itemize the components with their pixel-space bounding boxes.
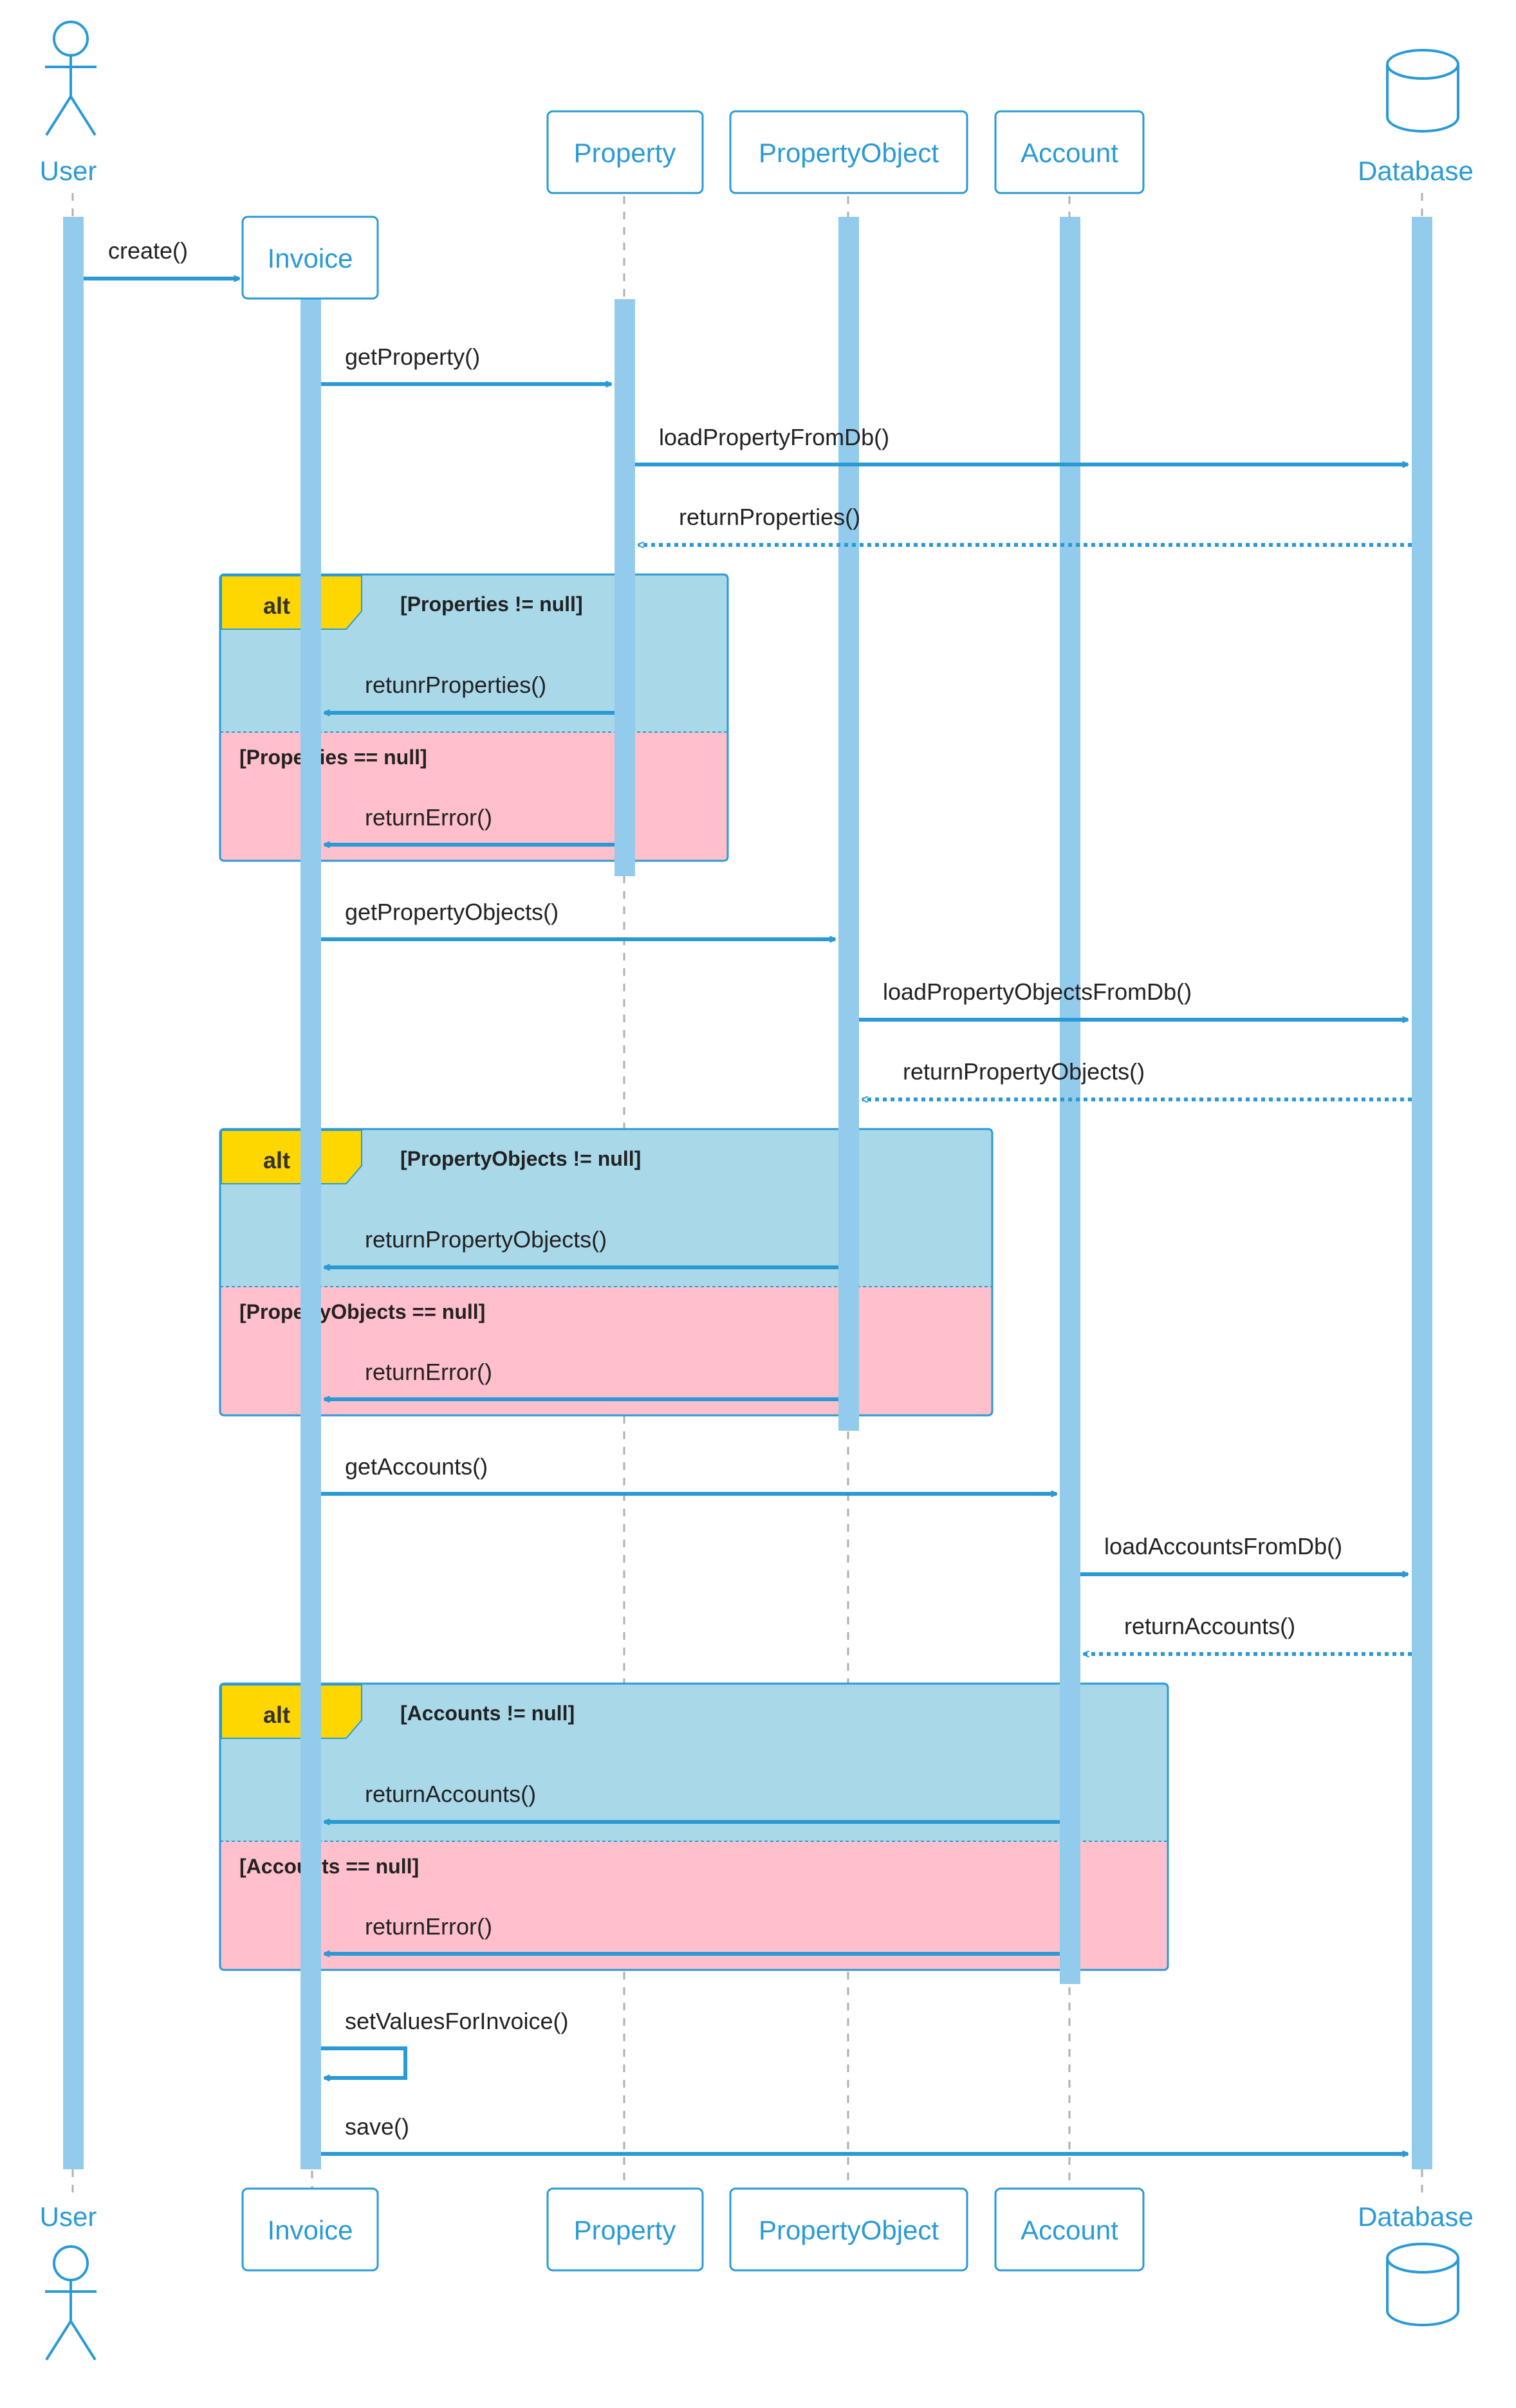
alt-keyword: alt [263, 593, 290, 619]
participant-name: Account [1021, 138, 1118, 168]
participant-box: Invoice [241, 2187, 379, 2272]
message-label: retunrProperties() [365, 672, 546, 698]
alt-tag [221, 575, 362, 630]
alt-frame [219, 1682, 1169, 1971]
message-label: loadPropertyFromDb() [659, 424, 889, 450]
activation-database [1412, 217, 1432, 2169]
message-label: returnPropertyObjects() [365, 1226, 607, 1253]
participant-name: Database [1358, 156, 1474, 186]
participant-name: Account [1021, 2215, 1118, 2245]
message-label: returnAccounts() [1124, 1613, 1295, 1639]
alt-section-true [220, 1684, 1168, 1841]
database-icon: Database [1358, 49, 1474, 186]
participant-name: Database [1358, 2201, 1474, 2232]
alt-keyword: alt [263, 1147, 290, 1173]
activation-propertyobject [838, 217, 859, 1431]
alt-fragment: alt [PropertyObjects != null] [PropertyO… [219, 1128, 994, 1417]
alt-guard-false: [PropertyObjects == null] [239, 1300, 485, 1323]
message-arrow [321, 2046, 407, 2078]
message-label: loadPropertyObjectsFromDb() [883, 979, 1192, 1005]
actor-icon [53, 2245, 89, 2281]
message-label: returnError() [365, 1913, 492, 1940]
participant-box: Property [546, 110, 704, 194]
message-label: getPropertyObjects() [345, 899, 559, 925]
participant-box: PropertyObject [729, 2187, 968, 2272]
alt-guard-false: [Accounts == null] [239, 1855, 419, 1878]
message-label: returnError() [365, 1359, 492, 1385]
activation-property [615, 299, 635, 876]
alt-guard-false: [Properties == null] [239, 746, 427, 769]
alt-fragment: alt [Accounts != null] [Accounts == null… [219, 1682, 1169, 1971]
participant-name: PropertyObject [759, 138, 939, 168]
actor-user: User [40, 21, 97, 186]
alt-guard-true: [Accounts != null] [400, 1702, 575, 1725]
alt-frame [219, 573, 729, 862]
actor-user [45, 2245, 97, 2361]
participant-name: User [40, 156, 97, 186]
message-label: create() [108, 237, 188, 264]
message-label: returnPropertyObjects() [903, 1058, 1145, 1085]
participant-name: Invoice [267, 243, 353, 273]
activation-user [63, 217, 84, 2169]
participant-box: PropertyObject [729, 110, 968, 194]
participant-name: User [40, 2201, 97, 2232]
alt-frame [219, 1128, 994, 1417]
message-label: loadAccountsFromDb() [1104, 1533, 1342, 1559]
alt-keyword: alt [263, 1702, 290, 1728]
message-label: returnProperties() [679, 504, 860, 530]
messages: create() getProperty() loadPropertyFromD… [84, 237, 1412, 2154]
alt-guard-true: [Properties != null] [400, 593, 583, 616]
participant-name: Property [574, 2215, 676, 2245]
alt-section-false [220, 1287, 992, 1415]
alt-tag [221, 1130, 362, 1184]
actor-icon [53, 21, 89, 57]
message-label: save() [345, 2113, 409, 2140]
message-label: getAccounts() [345, 1453, 488, 1480]
message-label: returnAccounts() [365, 1781, 536, 1807]
message-label: setValuesForInvoice() [345, 2008, 568, 2034]
participant-name: Property [574, 138, 676, 168]
participant-box: Invoice [241, 216, 379, 300]
participant-box: Account [994, 110, 1145, 194]
alt-guard-true: [PropertyObjects != null] [400, 1147, 641, 1170]
participant-box: Account [994, 2187, 1145, 2272]
message-label: getProperty() [345, 344, 480, 370]
participant-name: PropertyObject [759, 2215, 939, 2245]
participants-bottom: User Invoice Property PropertyObject Acc… [40, 2187, 1474, 2361]
participants-top: User Invoice Property PropertyObject Acc… [40, 21, 1474, 300]
participant-box: Property [546, 2187, 704, 2272]
alt-tag [221, 1684, 362, 1739]
alt-section-false [220, 1841, 1168, 1970]
database-icon [1386, 2243, 1459, 2326]
participant-name: Invoice [267, 2215, 353, 2245]
activation-invoice [300, 299, 321, 2169]
message-label: returnError() [365, 804, 492, 831]
